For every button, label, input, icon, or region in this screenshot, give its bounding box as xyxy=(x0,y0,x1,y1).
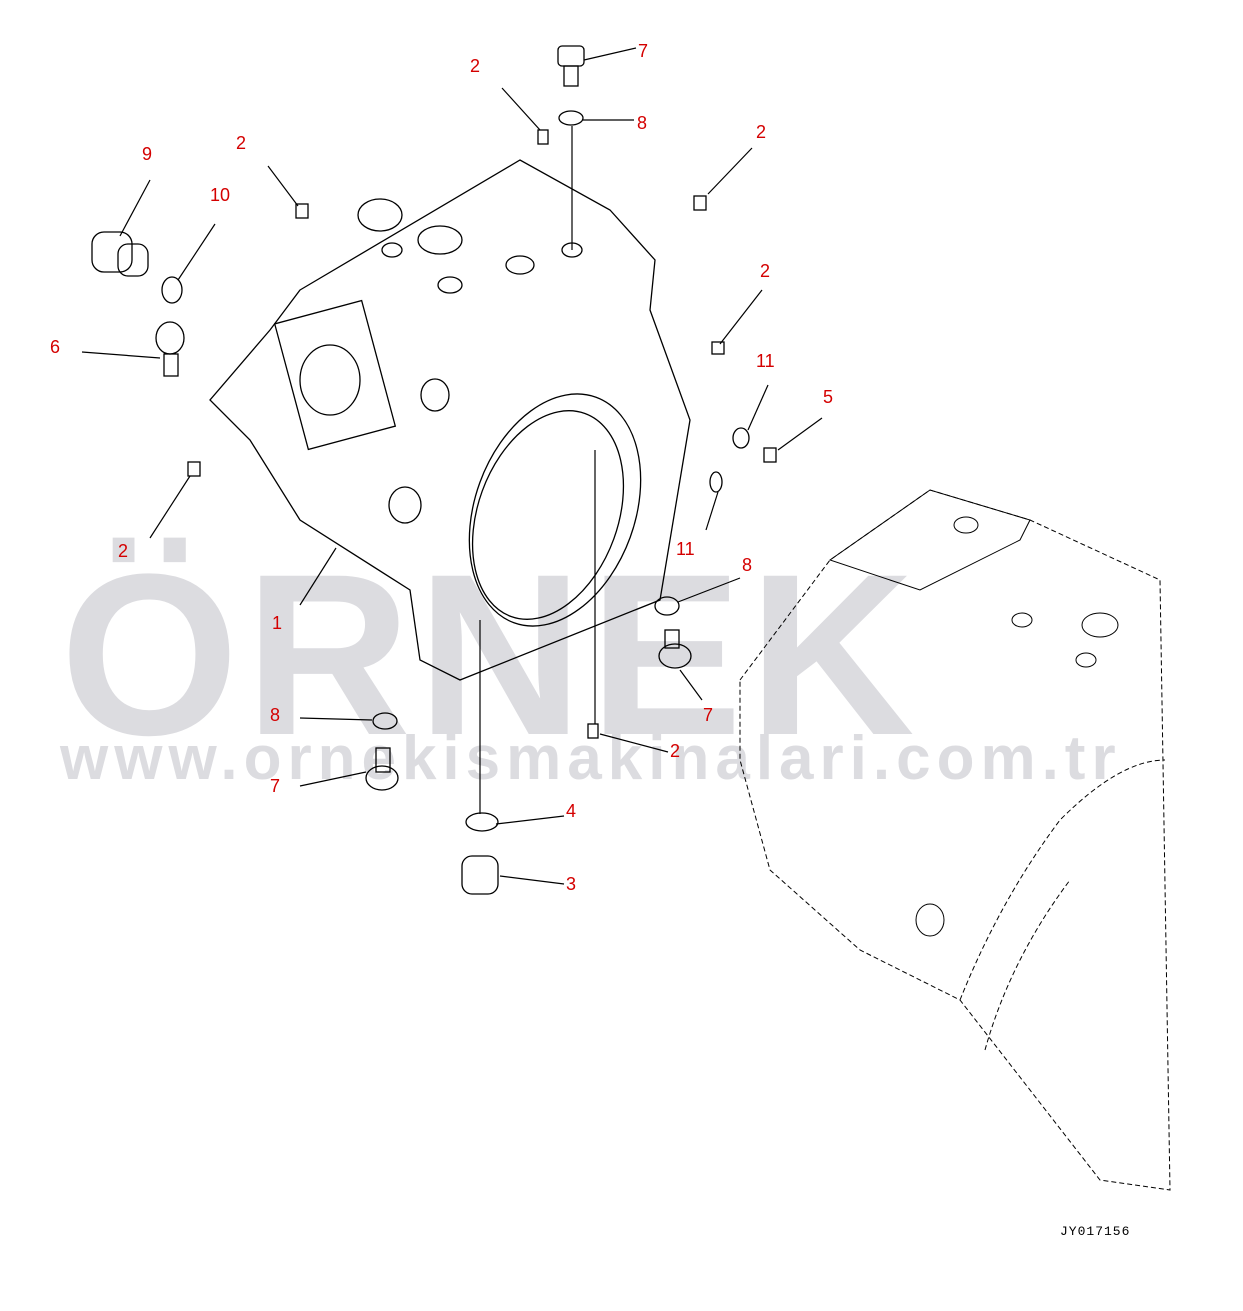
watermark-brand: ÖRNEK xyxy=(60,526,921,783)
callout-1: 1 xyxy=(272,613,283,633)
callout-2: 2 xyxy=(470,56,481,76)
callout-2: 2 xyxy=(670,741,681,761)
callout-3: 3 xyxy=(566,874,577,894)
callout-7: 7 xyxy=(638,41,649,61)
callout-2: 2 xyxy=(118,541,129,561)
callout-4: 4 xyxy=(566,801,577,821)
callout-11: 11 xyxy=(676,539,695,559)
callout-7: 7 xyxy=(703,705,714,725)
callout-2: 2 xyxy=(756,122,767,142)
callout-8: 8 xyxy=(742,555,753,575)
callout-11: 11 xyxy=(756,351,775,371)
callout-2: 2 xyxy=(236,133,247,153)
callout-7: 7 xyxy=(270,776,281,796)
callout-10: 10 xyxy=(210,185,231,205)
callout-6: 6 xyxy=(50,337,61,357)
callout-5: 5 xyxy=(823,387,834,407)
callout-2: 2 xyxy=(760,261,771,281)
callout-8: 8 xyxy=(270,705,281,725)
callout-8: 8 xyxy=(637,113,648,133)
callout-9: 9 xyxy=(142,144,153,164)
drawing-code: JY017156 xyxy=(1060,1224,1131,1239)
